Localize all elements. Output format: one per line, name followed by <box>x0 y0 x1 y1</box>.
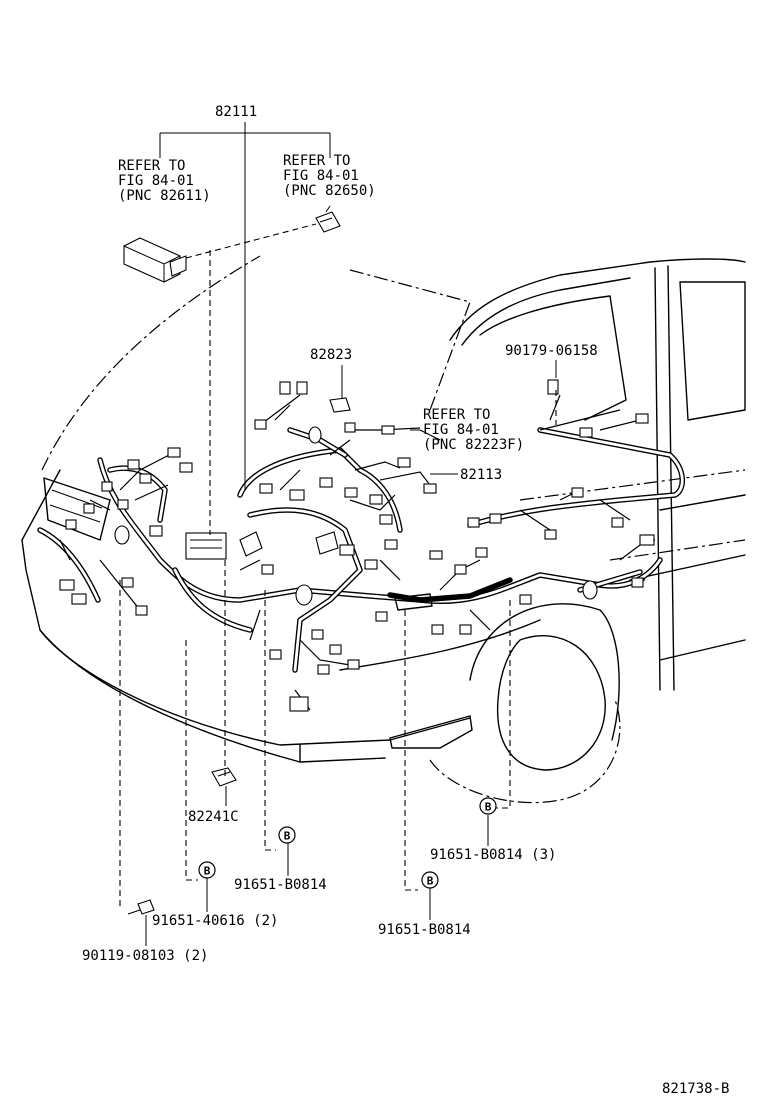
refer-mid-line1: REFER TO <box>423 407 490 423</box>
refer-left-line1: REFER TO <box>118 158 185 174</box>
svg-text:B: B <box>485 801 492 814</box>
figure-id: 821738-B <box>662 1081 729 1097</box>
clip-part-b0814-bottom: 91651-B0814 <box>378 922 471 938</box>
clip-marker-b-icon: B <box>198 861 216 879</box>
refer-right-line1: REFER TO <box>283 153 350 169</box>
svg-text:B: B <box>284 830 291 843</box>
clip-part-b0814-right: 91651-B0814 (3) <box>430 847 556 863</box>
refer-left-line2: FIG 84-01 <box>118 173 194 189</box>
part-number-82113: 82113 <box>460 467 502 483</box>
relay-plug-icon <box>315 205 341 233</box>
connector-plugs <box>59 379 655 712</box>
part-number-82823: 82823 <box>310 347 352 363</box>
refer-right-line2: FIG 84-01 <box>283 168 359 184</box>
clip-part-b0814-mid: 91651-B0814 <box>234 877 327 893</box>
clip-part-40616: 91651-40616 (2) <box>152 913 278 929</box>
svg-text:B: B <box>427 875 434 888</box>
refer-mid-line3: (PNC 82223F) <box>423 437 524 453</box>
main-wire-harness <box>37 426 685 673</box>
part-number-82241c: 82241C <box>188 809 239 825</box>
part-number-90179: 90179-06158 <box>505 343 598 359</box>
part-number-82111: 82111 <box>215 104 257 120</box>
leader-lines <box>119 122 557 946</box>
clip-marker-b-icon: B <box>421 871 439 889</box>
vehicle-body-outline <box>21 255 746 804</box>
bolt-part-90119: 90119-08103 (2) <box>82 948 208 964</box>
clip-marker-b-icon: B <box>479 797 497 815</box>
svg-text:B: B <box>204 865 211 878</box>
ecu-module-icon <box>123 237 187 283</box>
refer-right-line3: (PNC 82650) <box>283 183 376 199</box>
clip-marker-b-icon: B <box>278 826 296 844</box>
refer-left-line3: (PNC 82611) <box>118 188 211 204</box>
refer-mid-line2: FIG 84-01 <box>423 422 499 438</box>
clip-82241c-icon <box>211 767 237 787</box>
hex-bolt-icon <box>127 899 155 915</box>
